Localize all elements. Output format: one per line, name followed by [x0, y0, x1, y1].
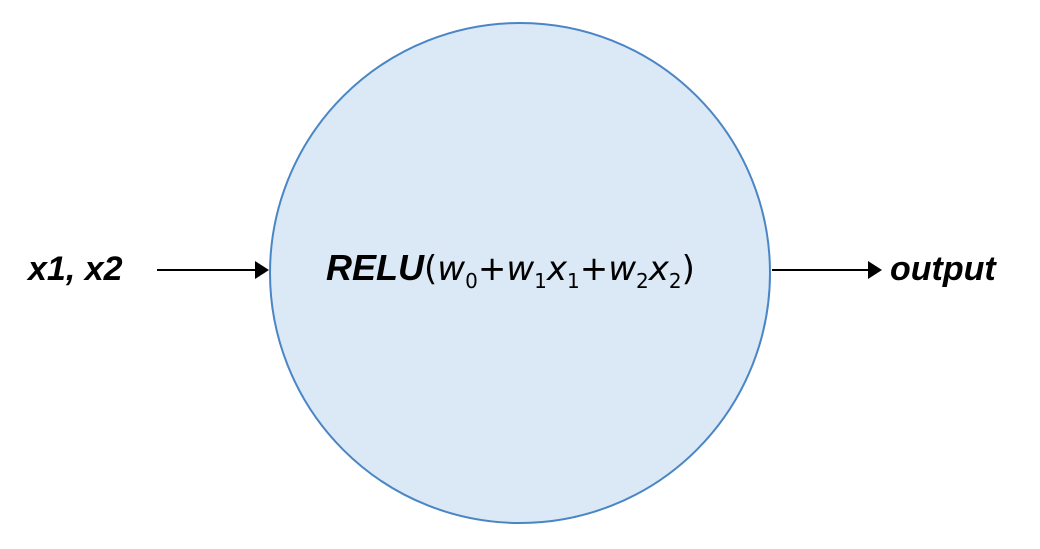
term-x2-sub: 2 [668, 269, 682, 293]
formula-expression: (w0+w1x1+w2x2) [424, 249, 695, 291]
output-label: output [890, 250, 996, 288]
term-w0-sub: 0 [465, 269, 478, 293]
activation-function-name: RELU [326, 247, 424, 288]
close-paren: ) [681, 249, 695, 289]
neuron-circle [269, 22, 771, 524]
term-w1-sub: 1 [534, 269, 547, 293]
neuron-formula: RELU(w0+w1x1+w2x2) [326, 247, 695, 292]
term-w0-var: w [437, 249, 466, 289]
plus-sign: + [477, 249, 507, 289]
term-x1-sub: 1 [566, 269, 580, 293]
term-w2-var: w [608, 249, 637, 289]
open-paren: ( [424, 249, 438, 289]
output-arrow [772, 261, 882, 279]
term-w2-sub: 2 [636, 269, 649, 293]
term-w1-var: w [506, 249, 535, 289]
term-x2-var: x [648, 249, 669, 289]
input-label: x1, x2 [28, 250, 123, 288]
term-x1-var: x [546, 249, 567, 289]
plus-sign: + [579, 249, 609, 289]
input-arrow [157, 261, 269, 279]
